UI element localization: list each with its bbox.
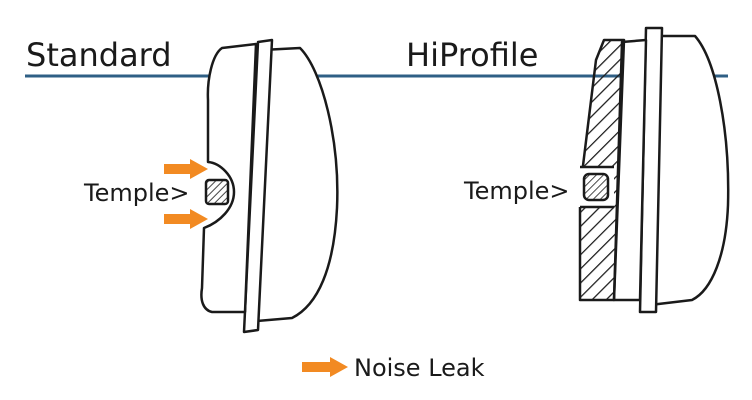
- standard-temple-label: Temple>: [83, 179, 190, 207]
- legend-label: Noise Leak: [354, 354, 485, 382]
- standard-temple-block: [204, 178, 230, 206]
- hiprofile-cup-body: [648, 34, 730, 307]
- standard-cushion: [200, 42, 258, 314]
- hiprofile-earcup: [578, 26, 730, 314]
- hiprofile-temple-block: [582, 172, 610, 202]
- standard-earcup: [200, 38, 339, 334]
- standard-title: Standard: [26, 36, 172, 74]
- legend-arrow: [302, 357, 348, 377]
- hiprofile-temple-label: Temple>: [463, 177, 570, 205]
- noise-leak-arrow-top: [164, 159, 208, 179]
- hiprofile-title: HiProfile: [406, 36, 538, 74]
- noise-leak-arrow-bottom: [164, 209, 208, 229]
